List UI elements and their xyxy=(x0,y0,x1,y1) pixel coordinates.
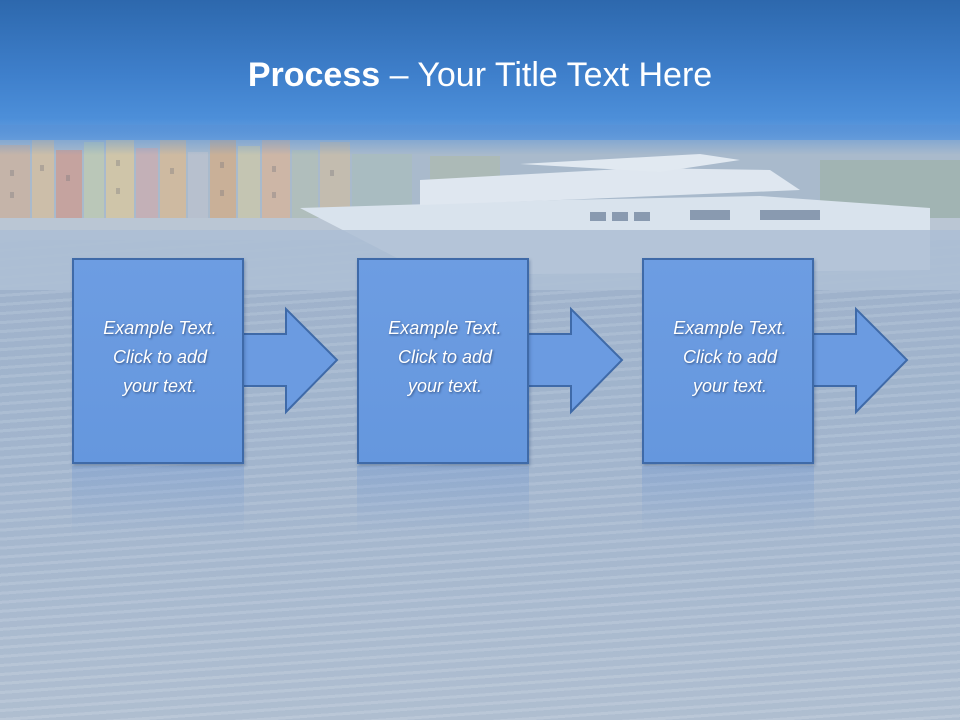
step-1-line-2: Click to add xyxy=(112,347,208,367)
step-1-line-3: your text. xyxy=(122,376,198,396)
arrow-2 xyxy=(524,306,624,415)
step-text-3[interactable]: Example Text. Click to add your text. xyxy=(644,314,816,401)
step-3-line-2: Click to add xyxy=(682,347,778,367)
step-reflection-3 xyxy=(642,466,814,536)
step-2-line-3: your text. xyxy=(407,376,483,396)
step-3-line-3: your text. xyxy=(692,376,768,396)
slide-title[interactable]: Process – Your Title Text Here xyxy=(0,54,960,96)
step-box-1[interactable]: Example Text. Click to add your text. xyxy=(72,258,244,464)
step-reflection-2 xyxy=(357,466,529,536)
step-text-1[interactable]: Example Text. Click to add your text. xyxy=(74,314,246,401)
step-2-line-2: Click to add xyxy=(397,347,493,367)
arrow-1 xyxy=(239,306,339,415)
step-2-line-1: Example Text. xyxy=(388,318,502,338)
step-box-2[interactable]: Example Text. Click to add your text. xyxy=(357,258,529,464)
title-bar xyxy=(0,0,960,140)
step-box-3[interactable]: Example Text. Click to add your text. xyxy=(642,258,814,464)
step-reflection-1 xyxy=(72,466,244,536)
step-text-2[interactable]: Example Text. Click to add your text. xyxy=(359,314,531,401)
arrow-3 xyxy=(809,306,909,415)
title-bar-fade xyxy=(0,125,960,155)
step-3-line-1: Example Text. xyxy=(673,318,787,338)
step-1-line-1: Example Text. xyxy=(103,318,217,338)
title-rest: – Your Title Text Here xyxy=(380,56,713,94)
title-bold: Process xyxy=(247,56,381,94)
